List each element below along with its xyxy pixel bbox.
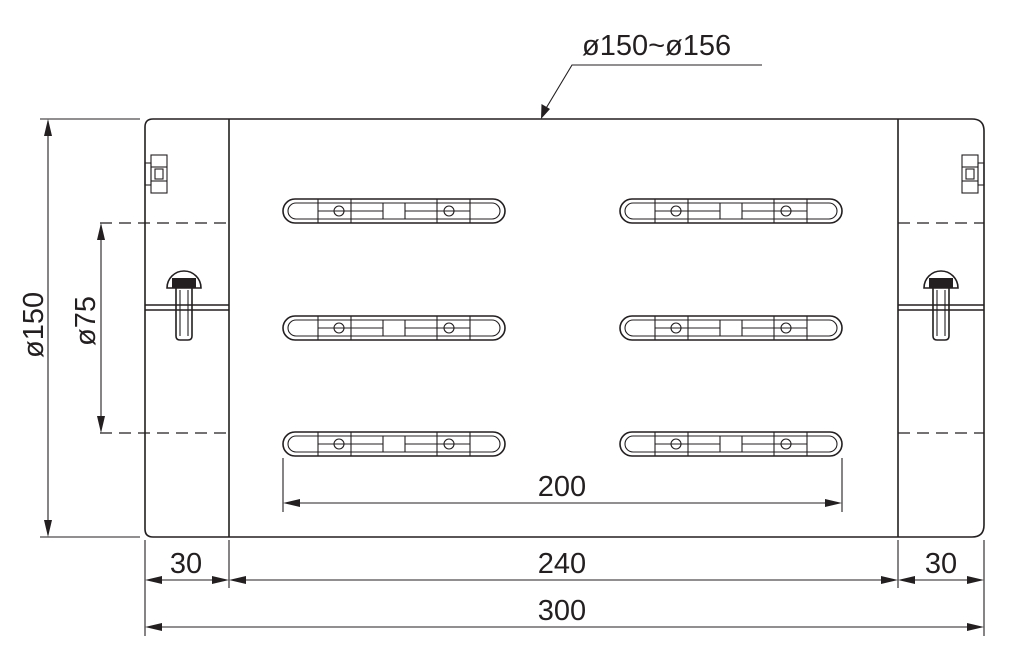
slot-middle-left [282, 315, 506, 341]
slot-middle-right [619, 315, 843, 341]
right-end-arrow-right [967, 576, 984, 584]
middle-arrow-left [229, 576, 246, 584]
right-end-arrow-left [898, 576, 915, 584]
right-nut-icon [961, 154, 985, 194]
total-length-arrow-left [145, 623, 162, 631]
slot-span-arrow-left [283, 499, 300, 507]
callout-label: ø150~ø156 [582, 30, 731, 62]
bore-arrow-top [97, 223, 105, 240]
slot-span-arrow-right [825, 499, 842, 507]
middle-arrow-right [881, 576, 898, 584]
bore-arrow-bottom [97, 416, 105, 433]
total-length-label: 300 [538, 595, 586, 627]
slot-bottom-right [619, 431, 843, 457]
left-end-label: 30 [170, 548, 202, 580]
right-end-label: 30 [925, 548, 957, 580]
height-arrow-top [44, 119, 52, 136]
slot-span-label: 200 [538, 471, 586, 503]
height-arrow-bottom [44, 520, 52, 537]
slot-top-right [619, 198, 843, 224]
clamp-body-outline [144, 118, 985, 538]
left-end-arrow-left [145, 576, 162, 584]
outer-diameter-label: ø150 [18, 292, 50, 358]
slot-bottom-left [282, 431, 506, 457]
bore-span-label: ø75 [70, 296, 102, 346]
slot-top-left [282, 198, 506, 224]
total-length-arrow-right [967, 623, 984, 631]
callout-arrowhead [541, 104, 550, 119]
left-end-arrow-right [212, 576, 229, 584]
callout-leader [544, 64, 762, 111]
left-nut-icon [144, 154, 168, 194]
middle-label: 240 [538, 548, 586, 580]
